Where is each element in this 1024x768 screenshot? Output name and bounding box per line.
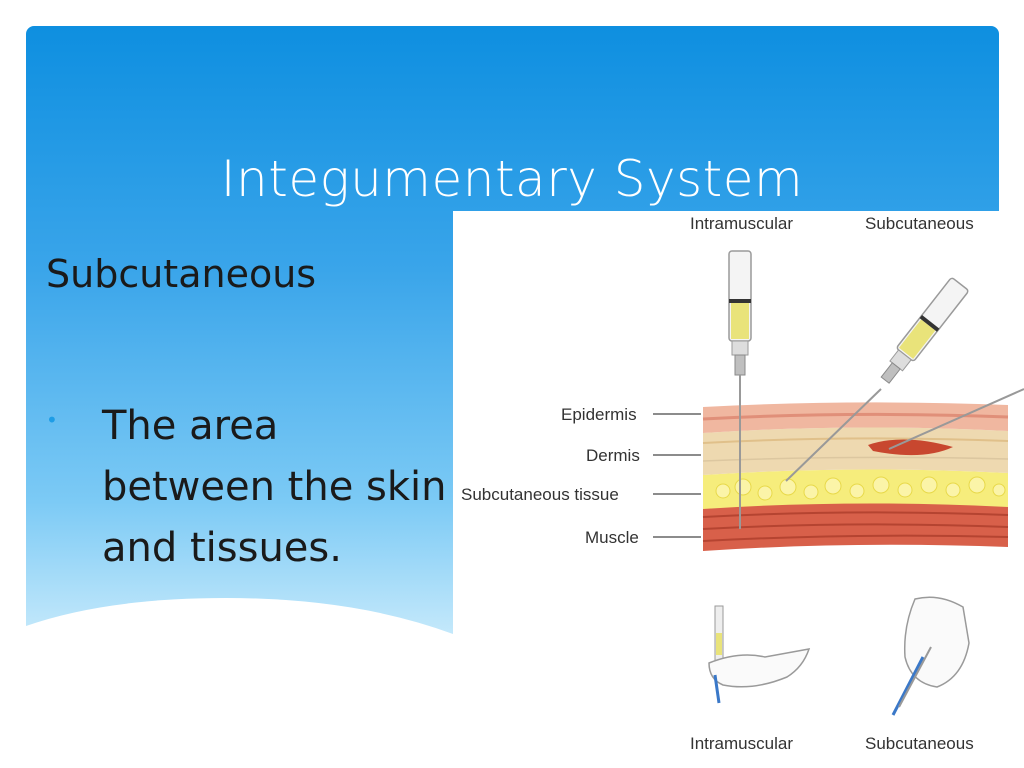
bottom-label-subcutaneous: Subcutaneous <box>865 734 974 753</box>
bottom-label-intramuscular: Intramuscular <box>690 734 793 753</box>
label-dermis: Dermis <box>586 446 640 465</box>
hand-intramuscular-icon <box>708 605 811 704</box>
slide-title: Integumentary System <box>220 150 804 208</box>
intramuscular-syringe-icon <box>728 250 752 529</box>
slide-subtitle: Subcutaneous <box>46 252 317 296</box>
top-label-subcutaneous: Subcutaneous <box>865 214 974 233</box>
label-subcutaneous-tissue: Subcutaneous tissue <box>461 485 619 504</box>
dermis-layer <box>703 427 1008 475</box>
top-label-intramuscular: Intramuscular <box>690 214 793 233</box>
intradermal-bleb <box>868 439 953 456</box>
label-epidermis: Epidermis <box>561 405 637 424</box>
label-muscle: Muscle <box>585 528 639 547</box>
bullet-icon: • <box>46 408 58 432</box>
skin-cross-section <box>702 402 1009 551</box>
bullet-text: The area between the skin and tissues. <box>102 403 447 571</box>
epidermis-layer <box>703 402 1008 433</box>
subcutaneous-syringe-icon <box>880 277 969 384</box>
leader-lines <box>653 413 701 538</box>
hand-subcutaneous-icon <box>891 596 970 716</box>
injection-diagram: Intramuscular Subcutaneous <box>453 211 1024 768</box>
background-wave <box>26 598 453 650</box>
